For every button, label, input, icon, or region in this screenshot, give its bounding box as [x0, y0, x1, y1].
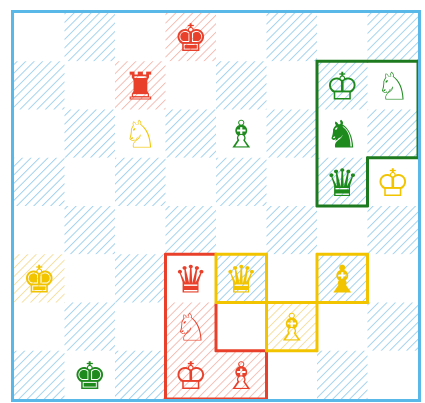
- board-square[interactable]: [14, 206, 65, 254]
- board-square[interactable]: [14, 110, 65, 158]
- red-bishop-piece-outline[interactable]: ♗: [224, 354, 258, 398]
- board-square[interactable]: [115, 13, 166, 61]
- board-square[interactable]: [14, 351, 65, 399]
- board-square[interactable]: [65, 303, 116, 351]
- green-king-piece-outline[interactable]: ♔: [325, 64, 359, 108]
- board-square[interactable]: [267, 206, 318, 254]
- board-square[interactable]: [115, 351, 166, 399]
- board-square[interactable]: [267, 13, 318, 61]
- board-square[interactable]: [65, 254, 116, 302]
- board-square[interactable]: [65, 13, 116, 61]
- yellow-king-piece[interactable]: ♔: [376, 161, 410, 205]
- board-square[interactable]: [317, 351, 368, 399]
- board-square[interactable]: [317, 303, 368, 351]
- board-square[interactable]: [368, 13, 419, 61]
- red-king-piece[interactable]: ♚: [174, 16, 208, 60]
- board-square[interactable]: [317, 13, 368, 61]
- board-square[interactable]: [368, 110, 419, 158]
- board-square[interactable]: [267, 61, 318, 109]
- board-square[interactable]: [65, 110, 116, 158]
- board-square[interactable]: [14, 303, 65, 351]
- board-square[interactable]: [166, 61, 217, 109]
- board-square[interactable]: [65, 206, 116, 254]
- yellow-queen-piece[interactable]: ♛: [224, 257, 258, 301]
- yellow-bishop-piece-outline[interactable]: ♗: [275, 306, 309, 350]
- board-square[interactable]: [368, 303, 419, 351]
- board-square[interactable]: [368, 254, 419, 302]
- board-square[interactable]: [115, 206, 166, 254]
- board-square[interactable]: [14, 158, 65, 206]
- yellow-bishop-piece[interactable]: ♝: [325, 257, 359, 301]
- board-square[interactable]: [216, 61, 267, 109]
- board-square[interactable]: [368, 351, 419, 399]
- board-square[interactable]: [14, 13, 65, 61]
- board-square[interactable]: [65, 158, 116, 206]
- board-square[interactable]: [216, 206, 267, 254]
- green-bishop-piece[interactable]: ♗: [224, 113, 258, 157]
- board-square[interactable]: [65, 61, 116, 109]
- red-king-piece-outline[interactable]: ♔: [174, 354, 208, 398]
- green-queen-piece[interactable]: ♛: [325, 161, 359, 205]
- board-square[interactable]: [166, 110, 217, 158]
- board-square[interactable]: [368, 206, 419, 254]
- green-knight-piece[interactable]: ♞: [325, 113, 359, 157]
- red-queen-piece[interactable]: ♛: [174, 257, 208, 301]
- board-square[interactable]: [267, 351, 318, 399]
- board-square[interactable]: [216, 158, 267, 206]
- board-square[interactable]: [216, 13, 267, 61]
- chess-board[interactable]: ♚♜♔♘♘♗♞♛♔♚♛♛♝♘♗♚♔♗: [14, 13, 418, 399]
- board-square[interactable]: [267, 254, 318, 302]
- board-square[interactable]: [14, 61, 65, 109]
- board-square[interactable]: [166, 206, 217, 254]
- board-square[interactable]: [115, 254, 166, 302]
- board-square[interactable]: [115, 158, 166, 206]
- board-square[interactable]: [115, 303, 166, 351]
- red-knight-piece[interactable]: ♘: [174, 306, 208, 350]
- yellow-knight-piece[interactable]: ♘: [123, 113, 157, 157]
- red-rook-piece[interactable]: ♜: [123, 64, 157, 108]
- yellow-king-piece-left[interactable]: ♚: [22, 257, 56, 301]
- board-square[interactable]: [216, 303, 267, 351]
- board-square[interactable]: [267, 158, 318, 206]
- board-square[interactable]: [317, 206, 368, 254]
- green-knight-piece-outline[interactable]: ♘: [376, 64, 410, 108]
- green-king-piece-bottom[interactable]: ♚: [73, 354, 107, 398]
- chess-board-frame: ♚♜♔♘♘♗♞♛♔♚♛♛♝♘♗♚♔♗: [11, 10, 421, 402]
- board-square[interactable]: [166, 158, 217, 206]
- board-square[interactable]: [267, 110, 318, 158]
